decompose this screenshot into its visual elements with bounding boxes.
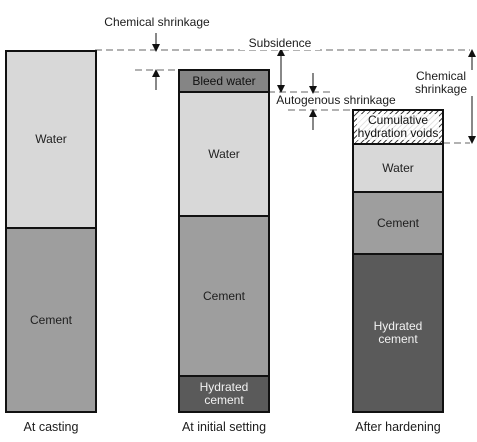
chemical-shrinkage-right-label: Chemical shrinkage: [408, 70, 474, 96]
initial-setting-hydrated-cement-label: Hydrated cement: [199, 380, 249, 407]
casting-water-label: Water: [35, 132, 67, 146]
hardening-caption: After hardening: [355, 420, 441, 434]
initial-setting-cement-block: Cement: [178, 215, 270, 377]
hardening-water-block: Water: [352, 143, 444, 193]
hardening-hydrated-cement-block: Hydrated cement: [352, 253, 444, 413]
initial-setting-water-label: Water: [208, 146, 240, 161]
casting-water-block: Water: [5, 50, 97, 229]
hardening-water-label: Water: [382, 160, 414, 175]
casting-cement-label: Cement: [29, 312, 73, 327]
initial-setting-cement-label: Cement: [202, 288, 246, 303]
subsidence-label: Subsidence: [240, 37, 320, 50]
autogenous-shrinkage-label: Autogenous shrinkage: [268, 94, 404, 107]
chemical-shrinkage-top-label: Chemical shrinkage: [104, 15, 210, 29]
hardening-cement-block: Cement: [352, 191, 444, 255]
hardening-hydration-voids-label: Cumulative hydration voids: [356, 113, 440, 140]
initial-setting-hydrated-cement-block: Hydrated cement: [178, 375, 270, 413]
initial-setting-caption: At initial setting: [181, 420, 267, 434]
initial-setting-water-block: Water: [178, 91, 270, 217]
casting-caption: At casting: [23, 420, 79, 434]
initial-setting-bleed-water-label: Bleed water: [192, 73, 256, 88]
hardening-hydrated-cement-label: Hydrated cement: [373, 319, 423, 346]
hardening-cement-label: Cement: [376, 215, 420, 230]
casting-cement-block: Cement: [5, 227, 97, 413]
initial-setting-bleed-water-block: Bleed water: [178, 69, 270, 93]
hardening-hydration-voids-block: Cumulative hydration voids: [352, 109, 444, 145]
